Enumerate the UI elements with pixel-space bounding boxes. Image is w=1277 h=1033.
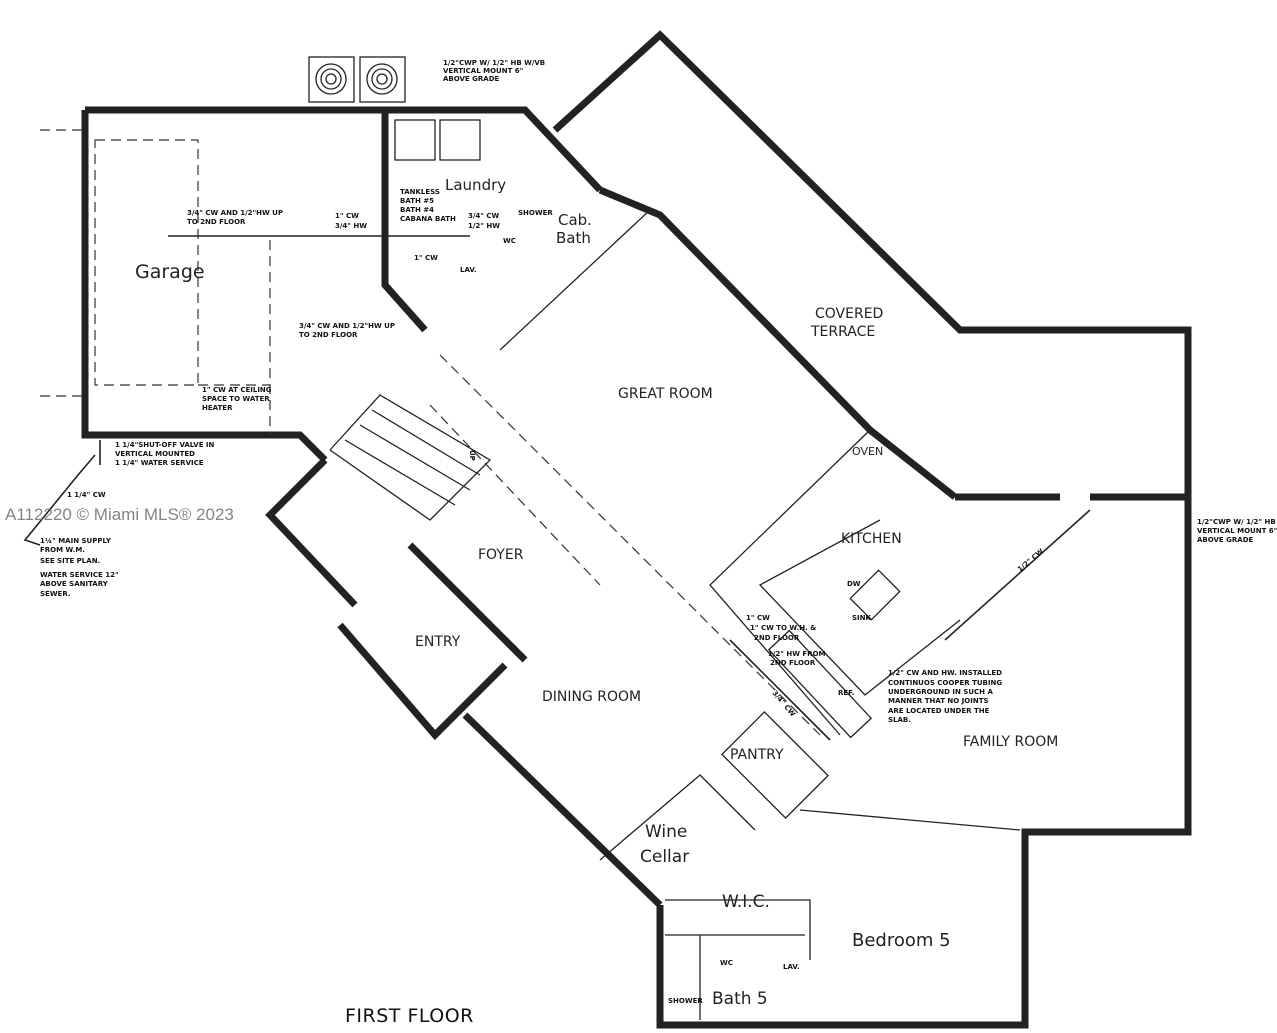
room-cab-bath-line1: Cab. xyxy=(558,211,592,229)
svg-text:3/4" CW AND 1/2"HW UP: 3/4" CW AND 1/2"HW UP xyxy=(299,322,395,330)
svg-text:CONTINUOS COOPER TUBING: CONTINUOS COOPER TUBING xyxy=(888,679,1002,687)
room-pantry: PANTRY xyxy=(730,747,784,763)
room-covered-terrace-line2: TERRACE xyxy=(810,324,875,340)
water-pipes xyxy=(23,235,1091,741)
svg-text:1/2" CW AND HW. INSTALLED: 1/2" CW AND HW. INSTALLED xyxy=(888,669,1002,677)
stairs-up-label: UP xyxy=(468,450,476,461)
lav-label-bath5: LAV. xyxy=(783,963,800,971)
shower-label-cab-bath: SHOWER xyxy=(518,209,553,217)
note-water-service: WATER SERVICE 12" ABOVE SANITARY SEWER. xyxy=(40,571,119,598)
ref-label: REF. xyxy=(838,689,855,697)
note-stair-up: 3/4" CW AND 1/2"HW UP TO 2ND FLOOR xyxy=(299,322,395,339)
svg-text:1/2" HW FROM: 1/2" HW FROM xyxy=(768,650,826,658)
note-main-cw: 1 1/4" CW xyxy=(67,491,106,499)
svg-text:WATER SERVICE 12": WATER SERVICE 12" xyxy=(40,571,119,579)
room-bath-5: Bath 5 xyxy=(712,989,768,1009)
exterior-walls xyxy=(81,30,1192,1029)
note-tubing: 1/2" CW AND HW. INSTALLED CONTINUOS COOP… xyxy=(888,669,1002,724)
room-covered-terrace-line1: COVERED xyxy=(815,306,883,322)
svg-text:TO 2ND FLOOR: TO 2ND FLOOR xyxy=(187,218,246,226)
svg-text:HEATER: HEATER xyxy=(202,404,233,412)
note-top-valve: 1/2"CWP W/ 1/2" HB W/VB VERTICAL MOUNT 6… xyxy=(443,59,545,83)
svg-text:2ND FLOOR: 2ND FLOOR xyxy=(754,634,800,642)
note-cabana-pipe: 3/4" CW 1/2" HW xyxy=(468,212,500,230)
oven-label: OVEN xyxy=(852,445,883,458)
svg-text:CABANA BATH: CABANA BATH xyxy=(400,215,456,223)
room-family-room: FAMILY ROOM xyxy=(963,734,1058,750)
note-one-cw: 1" CW xyxy=(414,254,438,262)
lav-label-cab-bath: LAV. xyxy=(460,266,477,274)
svg-text:1/2" HW: 1/2" HW xyxy=(468,222,500,230)
svg-text:1¼" MAIN SUPPLY: 1¼" MAIN SUPPLY xyxy=(40,537,112,545)
svg-text:1" CW: 1" CW xyxy=(335,212,359,220)
svg-text:BATH #5: BATH #5 xyxy=(400,197,434,205)
svg-text:ABOVE GRADE: ABOVE GRADE xyxy=(443,75,500,83)
svg-text:UNDERGROUND IN SUCH A: UNDERGROUND IN SUCH A xyxy=(888,688,993,696)
sink-label: SINK xyxy=(852,614,872,622)
room-foyer: FOYER xyxy=(478,547,524,563)
room-great-room: GREAT ROOM xyxy=(618,386,713,402)
svg-text:ABOVE SANITARY: ABOVE SANITARY xyxy=(40,580,109,588)
room-kitchen: KITCHEN xyxy=(841,531,902,547)
note-kitchen-cw: 1" CW 1" CW TO W.H. & 2ND FLOOR xyxy=(746,614,816,642)
drawing-title: FIRST FLOOR xyxy=(345,1005,474,1027)
svg-text:VERTICAL MOUNT 6": VERTICAL MOUNT 6" xyxy=(1197,527,1277,535)
room-laundry: Laundry xyxy=(445,176,506,194)
svg-text:VERTICAL MOUNT 6": VERTICAL MOUNT 6" xyxy=(443,67,523,75)
wc-label: WC xyxy=(503,237,516,245)
dashed-lines xyxy=(40,129,821,736)
svg-text:TO 2ND FLOOR: TO 2ND FLOOR xyxy=(299,331,358,339)
note-ceiling: 1" CW AT CEILING SPACE TO WATER HEATER xyxy=(202,386,272,412)
room-wic: W.I.C. xyxy=(722,892,770,912)
svg-text:3/4" HW: 3/4" HW xyxy=(335,222,367,230)
svg-text:1" CW TO W.H. &: 1" CW TO W.H. & xyxy=(750,624,816,632)
room-entry: ENTRY xyxy=(415,634,461,650)
svg-text:ARE LOCATED UNDER THE: ARE LOCATED UNDER THE xyxy=(888,707,990,715)
svg-text:SEWER.: SEWER. xyxy=(40,590,71,598)
note-half-cw: 1/2" CW xyxy=(1016,547,1045,573)
svg-text:1 1/4" WATER SERVICE: 1 1/4" WATER SERVICE xyxy=(115,459,204,467)
note-garage-1cw: 1" CW 3/4" HW xyxy=(335,212,367,230)
svg-text:VERTICAL MOUNTED: VERTICAL MOUNTED xyxy=(115,450,195,458)
svg-text:1 1/4"SHUT-OFF VALVE IN: 1 1/4"SHUT-OFF VALVE IN xyxy=(115,441,215,449)
svg-text:TANKLESS: TANKLESS xyxy=(400,188,440,196)
note-shutoff: 1 1/4"SHUT-OFF VALVE IN VERTICAL MOUNTED… xyxy=(115,441,215,467)
svg-text:ABOVE GRADE: ABOVE GRADE xyxy=(1197,536,1254,544)
svg-text:1/2"CWP W/ 1/2" HB W/VB: 1/2"CWP W/ 1/2" HB W/VB xyxy=(443,59,545,67)
interior-walls xyxy=(394,119,1021,1020)
watermark: A112220 © Miami MLS® 2023 xyxy=(5,505,234,524)
note-tankless: TANKLESS BATH #5 BATH #4 CABANA BATH xyxy=(400,188,456,223)
svg-text:BATH #4: BATH #4 xyxy=(400,206,434,214)
shower-label-bath5: SHOWER xyxy=(668,997,703,1005)
svg-text:FROM W.M.: FROM W.M. xyxy=(40,546,85,554)
svg-text:MANNER THAT NO JOINTS: MANNER THAT NO JOINTS xyxy=(888,697,989,705)
ac-units xyxy=(308,56,406,103)
svg-text:1" CW AT CEILING: 1" CW AT CEILING xyxy=(202,386,272,394)
room-garage: Garage xyxy=(135,261,205,283)
svg-text:3/4" CW AND 1/2"HW UP: 3/4" CW AND 1/2"HW UP xyxy=(187,209,283,217)
room-wine-cellar-line1: Wine xyxy=(645,822,687,842)
note-main-supply: 1¼" MAIN SUPPLY FROM W.M. SEE SITE PLAN. xyxy=(40,537,112,565)
room-cab-bath-line2: Bath xyxy=(556,229,591,247)
room-dining-room: DINING ROOM xyxy=(542,689,641,705)
svg-text:1/2"CWP W/ 1/2" HB W/VB: 1/2"CWP W/ 1/2" HB W/VB xyxy=(1197,518,1277,526)
dw-label: DW xyxy=(847,580,861,588)
wc-label-bath5: WC xyxy=(720,959,733,967)
svg-text:2ND FLOOR: 2ND FLOOR xyxy=(770,659,816,667)
note-kitchen-hw: 1/2" HW FROM 2ND FLOOR xyxy=(768,650,826,667)
stairs xyxy=(329,394,492,521)
note-right-valve: 1/2"CWP W/ 1/2" HB W/VB VERTICAL MOUNT 6… xyxy=(1197,518,1277,544)
note-garage-up: 3/4" CW AND 1/2"HW UP TO 2ND FLOOR xyxy=(187,209,283,226)
svg-text:3/4" CW: 3/4" CW xyxy=(468,212,500,220)
svg-text:SEE SITE PLAN.: SEE SITE PLAN. xyxy=(40,557,100,565)
svg-text:SPACE TO WATER: SPACE TO WATER xyxy=(202,395,270,403)
room-bedroom-5: Bedroom 5 xyxy=(852,930,951,951)
svg-text:SLAB.: SLAB. xyxy=(888,716,911,724)
room-wine-cellar-line2: Cellar xyxy=(640,847,689,867)
svg-text:1" CW: 1" CW xyxy=(746,614,770,622)
